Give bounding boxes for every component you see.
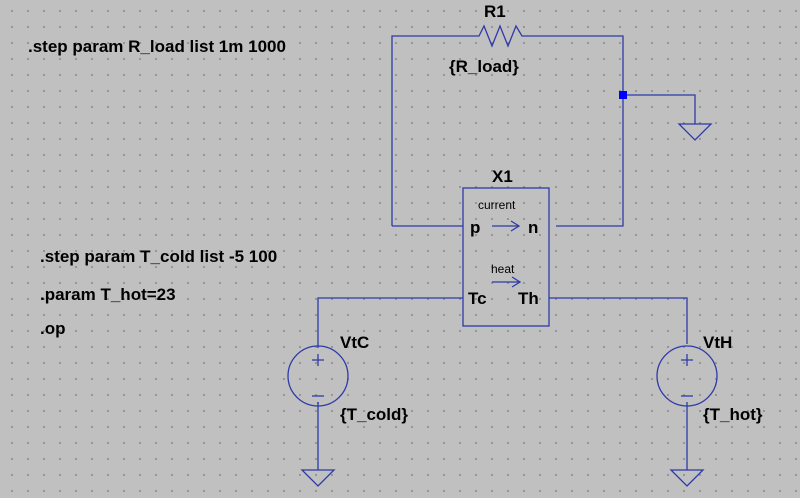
- wire-to-vtc[interactable]: [317, 297, 463, 344]
- x1-current-label: current: [478, 198, 516, 212]
- voltage-source-vth-symbol[interactable]: [656, 345, 718, 407]
- ground-icon: [669, 469, 705, 487]
- vtc-name-label[interactable]: VtC: [340, 333, 369, 352]
- wires: [317, 35, 696, 470]
- directive-step-tcold[interactable]: .step param T_cold list -5 100: [40, 247, 277, 266]
- wire-right-loop[interactable]: [530, 35, 624, 227]
- x1-name-label[interactable]: X1: [492, 167, 513, 186]
- junction-dot[interactable]: [619, 91, 627, 99]
- x1-heat-label: heat: [491, 262, 515, 276]
- resistor-r1-symbol[interactable]: [470, 24, 530, 48]
- subcircuit-x1-symbol[interactable]: [462, 187, 550, 327]
- wire-left-loop[interactable]: [391, 35, 470, 226]
- directive-param-thot[interactable]: .param T_hot=23: [40, 285, 176, 304]
- x1-pin-n-label: n: [528, 218, 538, 237]
- wire-to-ground-top[interactable]: [623, 94, 696, 124]
- r1-name-label[interactable]: R1: [484, 2, 506, 21]
- directive-op[interactable]: .op: [40, 319, 66, 338]
- vth-name-label[interactable]: VtH: [703, 333, 732, 352]
- vtc-value-label[interactable]: {T_cold}: [340, 405, 408, 424]
- ground-icon: [300, 469, 336, 487]
- x1-pin-tc-label: Tc: [468, 289, 487, 308]
- x1-pin-th-label: Th: [518, 289, 539, 308]
- x1-pin-p-label: p: [470, 218, 480, 237]
- heat-arrow-icon: [492, 276, 522, 288]
- ground-icon: [677, 123, 713, 141]
- vth-value-label[interactable]: {T_hot}: [703, 405, 763, 424]
- wire-to-vth[interactable]: [549, 297, 688, 344]
- voltage-source-vtc-symbol[interactable]: [287, 344, 349, 407]
- current-arrow-icon: [492, 220, 521, 232]
- r1-value-label[interactable]: {R_load}: [449, 57, 519, 76]
- directive-step-rload[interactable]: .step param R_load list 1m 1000: [28, 37, 286, 56]
